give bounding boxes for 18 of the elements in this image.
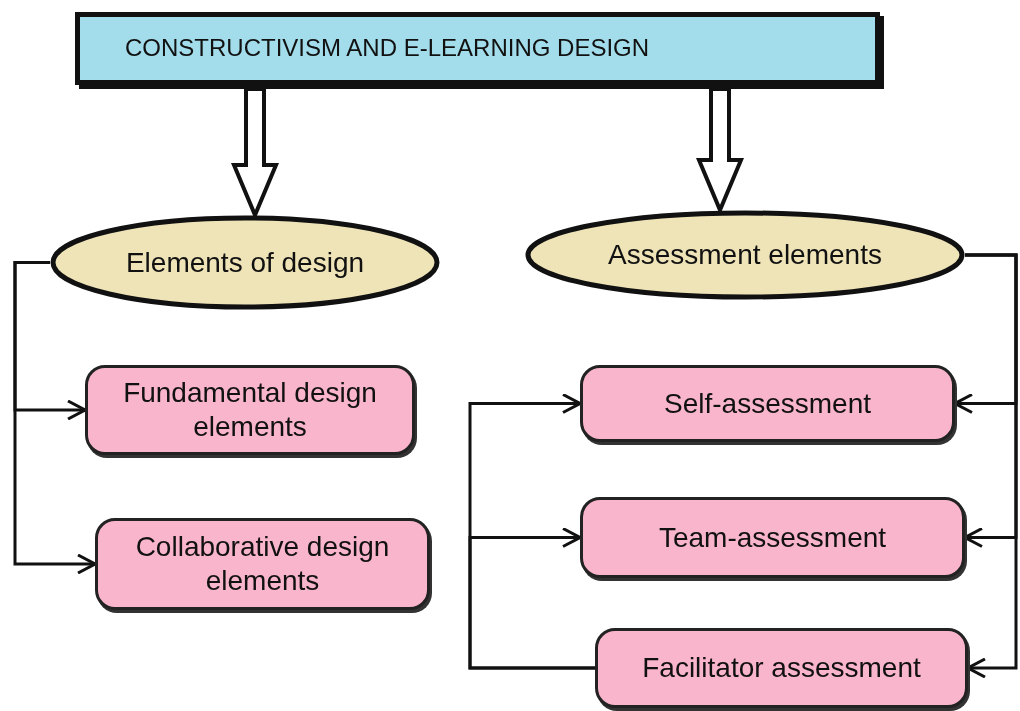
item-box <box>95 518 430 610</box>
item-box <box>580 497 965 578</box>
item-box <box>595 628 968 708</box>
node-label: Elements of design <box>125 245 365 280</box>
category-ellipse <box>50 215 440 310</box>
item-box <box>85 365 415 455</box>
node-label: Facilitator assessment <box>642 651 921 685</box>
node-label: Assessment elements <box>608 238 882 272</box>
node-label: Team-assessment <box>658 520 887 555</box>
connector-arrow <box>13 261 97 575</box>
item-box <box>580 365 955 442</box>
title-text: CONSTRUCTIVISM AND E-LEARNING DESIGN <box>125 34 650 63</box>
category-ellipse <box>525 210 965 300</box>
node-label: Fundamental design elements <box>122 376 378 444</box>
connector-arrow <box>468 527 595 670</box>
node-label: Self-assessment <box>664 386 871 421</box>
connector-arrow <box>965 253 1018 679</box>
node-label: Collaborative design elements <box>134 530 391 598</box>
